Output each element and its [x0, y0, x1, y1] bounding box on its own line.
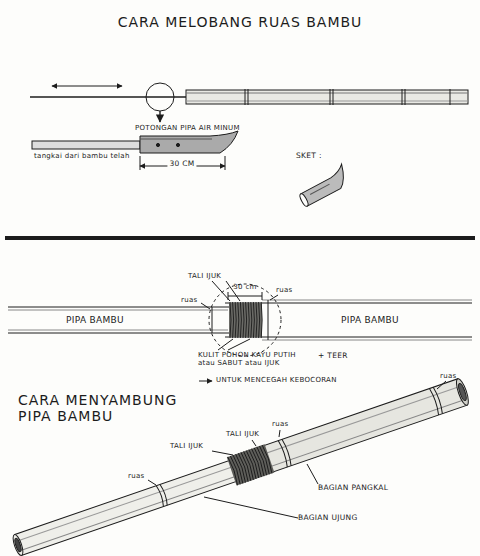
- detail-arrow: [159, 111, 160, 122]
- rod: [30, 96, 186, 98]
- note-arrow: [199, 381, 212, 382]
- heading: CARA MELOBANG RUAS BAMBU: [118, 14, 363, 30]
- part-label: tangkai dari bambu telah: [34, 152, 130, 160]
- leader-line: [201, 281, 278, 350]
- divider: [5, 236, 475, 240]
- dimension-line: [140, 156, 225, 170]
- rope-strand: [261, 302, 262, 338]
- rope-strand: [253, 302, 254, 338]
- sketch: [295, 164, 351, 207]
- rope-binding: [229, 302, 262, 338]
- heading: CARA MENYAMBUNG PIPA BAMBU: [18, 392, 208, 424]
- part-label: PIPA BAMBU: [341, 315, 399, 325]
- part-label: ruas: [128, 472, 144, 480]
- note: KULIT POHON KAYU PUTIH atau SABUT atau I…: [198, 351, 310, 367]
- part-label: ruas: [440, 372, 456, 380]
- part-label: ruas: [276, 286, 292, 294]
- part-label: BAGIAN UJUNG: [298, 514, 358, 523]
- part-label: TALI IJUK: [188, 272, 221, 280]
- leader-line: [148, 381, 446, 518]
- part-label: ruas: [181, 296, 197, 304]
- bamboo-pipe: [10, 376, 471, 556]
- part-label: ruas: [272, 420, 288, 428]
- rope-strand: [240, 302, 241, 338]
- rope-strand: [233, 302, 234, 338]
- rope-strand: [248, 302, 249, 338]
- note: UNTUK MENCEGAH KEBOCORAN: [216, 376, 337, 384]
- rope-binding: [229, 303, 262, 337]
- part-label: PIPA BAMBU: [66, 315, 124, 325]
- dimension: 30 CM: [167, 160, 196, 169]
- rope-strand: [256, 302, 257, 338]
- rope-binding: [227, 444, 275, 485]
- bamboo-pipe: [8, 300, 472, 340]
- rope-strand: [235, 302, 236, 338]
- drill-tool: [32, 131, 238, 153]
- rope-strand: [251, 302, 252, 338]
- rope-strand: [246, 302, 247, 338]
- motion-arrow: [52, 86, 122, 87]
- rope-strand: [243, 302, 244, 338]
- part-label: TALI IJUK: [226, 430, 259, 438]
- rope-strand: [230, 302, 231, 338]
- detail-circle: [146, 83, 174, 111]
- note: SKET :: [296, 152, 322, 161]
- note: + TEER: [318, 352, 348, 361]
- dimension: 30 cm: [233, 283, 256, 291]
- dimension-line: [228, 292, 262, 300]
- rope-strand: [259, 302, 260, 338]
- part-label: BAGIAN PANGKAL: [318, 484, 388, 493]
- rope-strand: [238, 302, 239, 338]
- part-label: TALI IJUK: [170, 442, 203, 450]
- rope-strand: [262, 445, 273, 474]
- detail-circle: [209, 284, 281, 356]
- bamboo-pipe: [186, 89, 468, 105]
- part-label: POTONGAN PIPA AIR MINUM: [135, 124, 240, 132]
